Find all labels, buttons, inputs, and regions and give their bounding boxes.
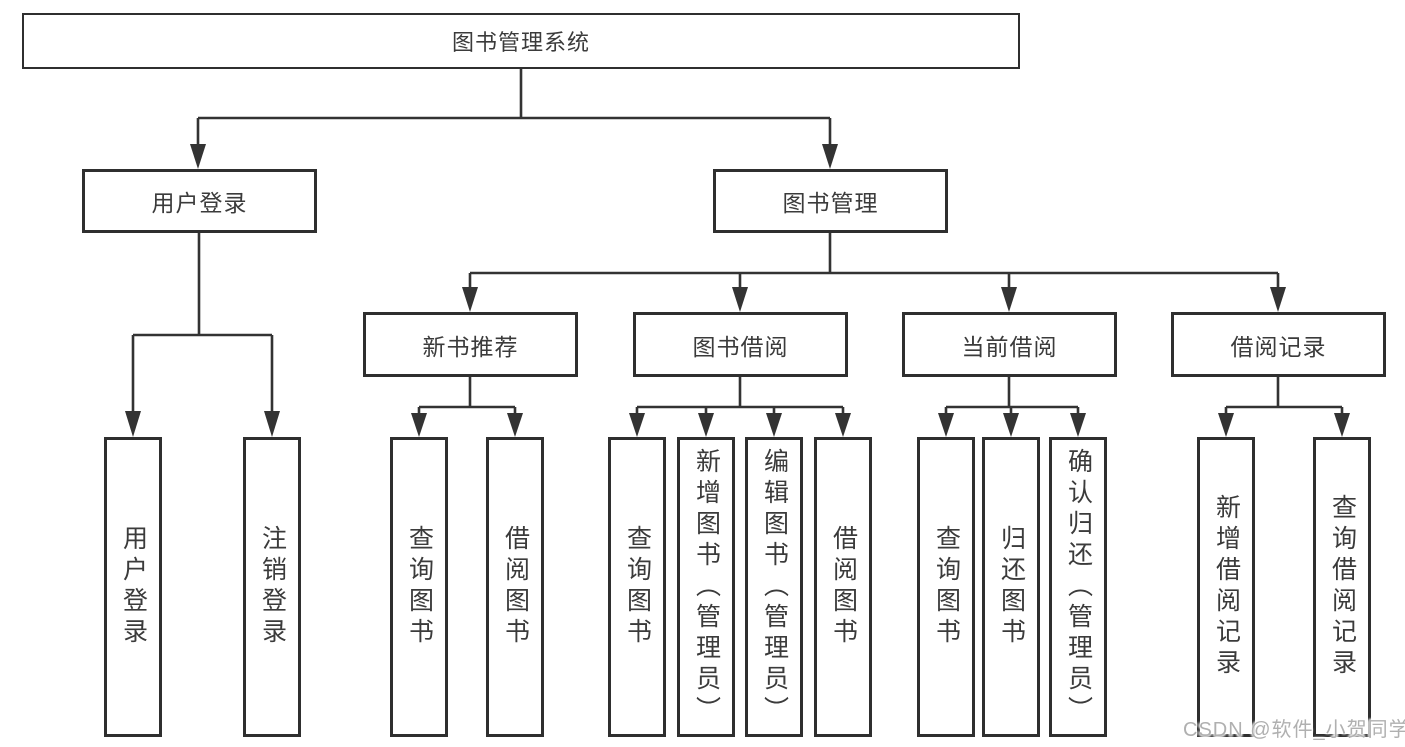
node-book-borrow: 图书借阅 [633, 312, 848, 377]
leaf-newbook-borrow-books-label: 借阅图书 [501, 525, 530, 649]
node-borrow-record-label: 借阅记录 [1230, 333, 1327, 360]
leaf-borrow-edit-books-admin-label: 编辑图书（管理员） [760, 447, 789, 727]
csdn-watermark: CSDN @软件_小贺同学 [1183, 719, 1405, 741]
node-root-library-management-system: 图书管理系统 [22, 13, 1020, 69]
leaf-record-add-borrow-record-label: 新增借阅记录 [1212, 494, 1241, 680]
node-book-management-label: 图书管理 [782, 190, 879, 216]
leaf-user-login: 用户登录 [104, 437, 162, 737]
leaf-borrow-borrow-books-label: 借阅图书 [829, 525, 858, 649]
node-current-borrow: 当前借阅 [902, 312, 1117, 377]
node-user-login-label: 用户登录 [151, 190, 248, 216]
leaf-current-confirm-return-admin: 确认归还（管理员） [1049, 437, 1107, 737]
leaf-current-return-books-label: 归还图书 [997, 525, 1026, 649]
leaf-borrow-edit-books-admin: 编辑图书（管理员） [745, 437, 803, 737]
leaf-current-confirm-return-admin-label: 确认归还（管理员） [1064, 447, 1093, 727]
leaf-user-login-label: 用户登录 [119, 525, 148, 649]
leaf-borrow-add-books-admin-label: 新增图书（管理员） [692, 447, 721, 727]
leaf-borrow-borrow-books: 借阅图书 [814, 437, 872, 737]
leaf-record-query-borrow-record-label: 查询借阅记录 [1328, 494, 1357, 680]
node-user-login: 用户登录 [82, 169, 317, 233]
node-borrow-record: 借阅记录 [1171, 312, 1386, 377]
node-book-borrow-label: 图书借阅 [692, 333, 789, 360]
node-new-book-recommend: 新书推荐 [363, 312, 578, 377]
leaf-current-return-books: 归还图书 [982, 437, 1040, 737]
leaf-newbook-query-books-label: 查询图书 [405, 525, 434, 649]
leaf-record-add-borrow-record: 新增借阅记录 [1197, 437, 1255, 737]
leaf-borrow-query-books-label: 查询图书 [623, 525, 652, 649]
node-root-label: 图书管理系统 [451, 30, 590, 55]
leaf-current-query-books-label: 查询图书 [932, 525, 961, 649]
node-new-book-recommend-label: 新书推荐 [422, 333, 519, 360]
node-current-borrow-label: 当前借阅 [961, 333, 1058, 360]
leaf-record-query-borrow-record: 查询借阅记录 [1313, 437, 1371, 737]
leaf-borrow-add-books-admin: 新增图书（管理员） [677, 437, 735, 737]
leaf-logout: 注销登录 [243, 437, 301, 737]
leaf-newbook-borrow-books: 借阅图书 [486, 437, 544, 737]
leaf-newbook-query-books: 查询图书 [390, 437, 448, 737]
leaf-borrow-query-books: 查询图书 [608, 437, 666, 737]
leaf-logout-label: 注销登录 [258, 525, 287, 649]
node-book-management: 图书管理 [713, 169, 948, 233]
leaf-current-query-books: 查询图书 [917, 437, 975, 737]
